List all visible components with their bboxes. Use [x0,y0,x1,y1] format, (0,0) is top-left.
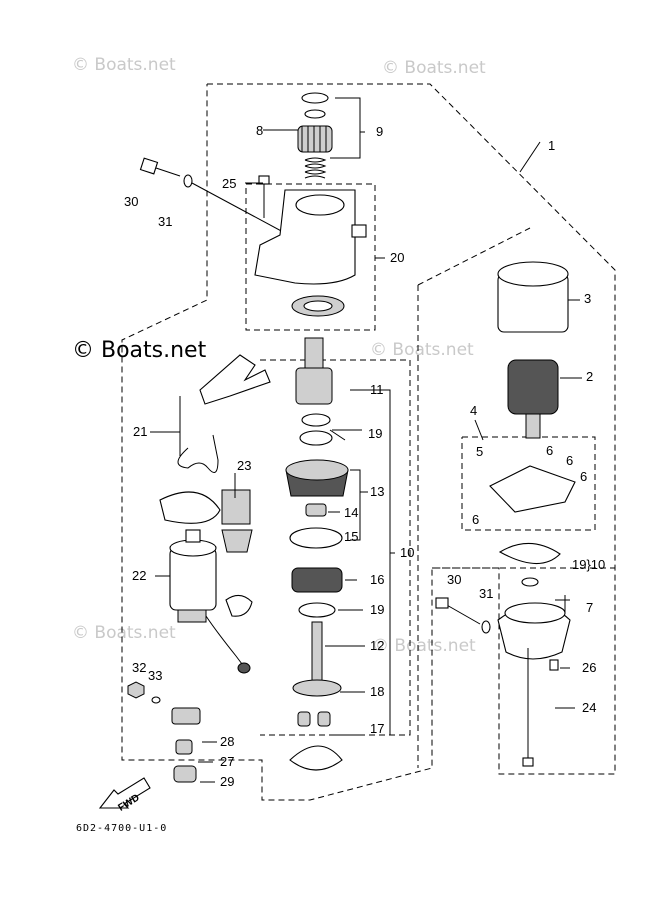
bolt-30b-part [435,597,449,609]
label-31b: 31 [479,586,493,601]
label-9: 9 [376,124,383,139]
planet-gear-17-part [297,711,311,727]
label-11: 11 [370,382,384,397]
clip-part [304,109,326,119]
washer-19-part [299,430,333,446]
shaft-part [304,337,324,369]
housing-group-box [245,183,376,331]
brush-holder-box [461,436,596,531]
watermark: © Boats.net [372,636,476,656]
label-33: 33 [148,668,162,683]
plate-part [159,491,221,524]
label-6d: 6 [472,512,479,527]
watermark: © Boats.net [370,340,474,360]
label-25: 25 [222,176,236,191]
washer-33-part [151,696,161,704]
label-29: 29 [220,774,234,789]
label-8: 8 [256,123,263,138]
label-21: 21 [133,424,147,439]
brush-holder-part [489,465,576,513]
label-15: 15 [344,529,358,544]
label-31a: 31 [158,214,172,229]
screw-26-part [549,659,559,671]
nut-27-part [175,739,193,755]
boot-part [225,594,253,617]
label-24: 24 [582,700,596,715]
carrier-18-part [292,679,342,697]
pinion-gear-part [297,125,333,153]
assembly-outline [121,83,616,801]
planet-gear-17-part [317,711,331,727]
through-bolt-part [522,757,534,767]
label-2: 2 [586,369,593,384]
bushing-14-part [305,503,327,517]
label-14: 14 [344,505,358,520]
label-20: 20 [390,250,404,265]
label-22: 22 [132,568,146,583]
solenoid-terminal [185,529,201,543]
brush-plate-part [498,542,561,565]
washer-part [183,174,193,188]
label-7: 7 [586,600,593,615]
diagram-code: 6D2-4700-U1-0 [76,823,168,834]
bolt-head-part [139,157,159,175]
internal-gear-16-part [291,567,343,593]
shift-lever-part [199,354,271,405]
armature-part [507,359,559,415]
cover-part [221,489,251,525]
terminal-28-part [171,707,201,725]
label-6b: 6 [566,453,573,468]
lever-spring [177,434,219,473]
label-10: 10 [400,545,414,560]
outline-segment [417,227,531,286]
label-5: 5 [476,444,483,459]
label-19b: 19 [370,602,384,617]
fwd-arrow-icon [98,777,151,809]
watermark: © Boats.net [382,58,486,78]
clutch-part [295,367,333,405]
plate-17-part [289,745,343,771]
label-32: 32 [132,660,146,675]
nut-32-part [127,681,145,699]
label-27: 27 [220,754,234,769]
washer-31b-part [481,620,491,634]
solenoid-part [169,547,217,611]
shaft-12-part [311,621,323,683]
label-3: 3 [584,291,591,306]
watermark: © Boats.net [72,623,176,643]
housing-bore [295,194,345,216]
label-30b: 30 [447,572,461,587]
label-6a: 6 [546,443,553,458]
armature-group-outline [260,359,411,736]
plate-15-part [289,527,343,549]
label-23: 23 [237,458,251,473]
commutator-part [525,413,541,439]
housing-boss [351,224,367,238]
label-12: 12 [370,638,384,653]
clip-19-part [301,413,331,427]
label-19a: 19 [368,426,382,441]
solenoid-lead [205,615,243,665]
label-28: 28 [220,734,234,749]
ring-part [301,92,329,104]
cap-29-part [173,765,197,783]
watermark: © Boats.net [72,55,176,75]
boot-part [221,529,253,553]
label-1: 1 [548,138,555,153]
label-4: 4 [470,403,477,418]
solenoid-plunger [177,609,207,623]
watermark-main: © Boats.net [72,338,207,363]
label-19-10: 19}10 [572,557,605,572]
label-16: 16 [370,572,384,587]
label-30a: 30 [124,194,138,209]
label-13: 13 [370,484,384,499]
label-18: 18 [370,684,384,699]
washer-19b-part [298,602,336,618]
label-26: 26 [582,660,596,675]
label-17: 17 [370,721,384,736]
label-6c: 6 [580,469,587,484]
